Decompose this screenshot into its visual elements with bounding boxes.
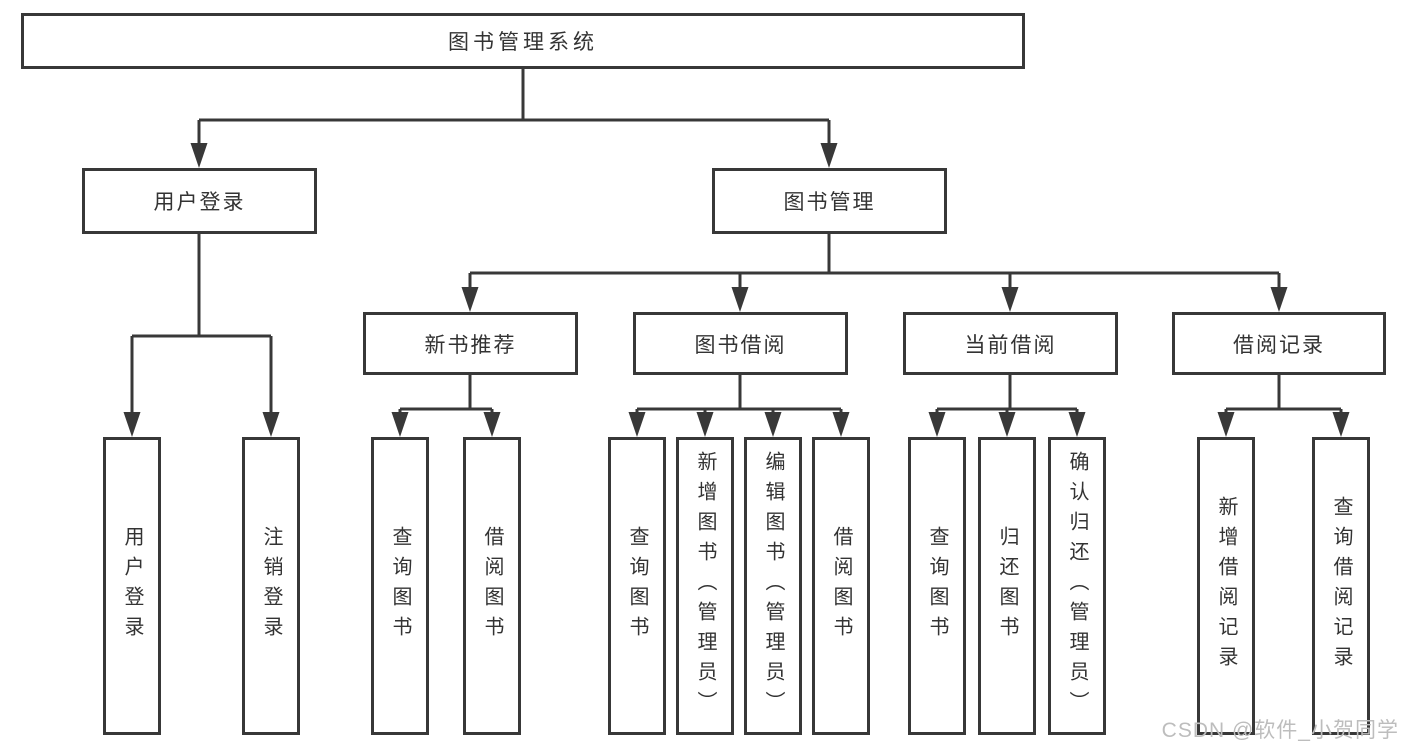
node-label: 新书推荐 [424,333,517,357]
arrowhead-icon [1068,412,1086,437]
node-label: 图书管理 [783,191,876,214]
leaf-current-confirm-return-admin: 确认归还（管理员） [1048,437,1106,735]
node-label: 查询图书 [626,526,648,646]
arrowhead-icon [1270,287,1288,312]
node-label: 当前借阅 [964,333,1057,357]
arrowhead-icon [696,412,714,437]
leaf-recommend-borrow-book: 借阅图书 [463,437,521,735]
arrowhead-icon [998,412,1016,437]
leaf-records-add-borrow-record: 新增借阅记录 [1197,437,1255,735]
leaf-borrowing-borrow-book: 借阅图书 [812,437,870,735]
arrowhead-icon [928,412,946,437]
arrowhead-icon [731,287,749,312]
arrowhead-icon [1001,287,1019,312]
node-label: 图书管理系统 [448,31,598,54]
leaf-recommend-query-book: 查询图书 [371,437,429,735]
node-book-management: 图书管理 [712,168,947,234]
arrowhead-icon [1217,412,1235,437]
arrowhead-icon [832,412,850,437]
arrowhead-icon [764,412,782,437]
node-label: 确认归还（管理员） [1066,451,1088,721]
leaf-logout: 注销登录 [242,437,300,735]
arrowhead-icon [123,412,141,437]
node-label: 查询图书 [926,526,948,646]
leaf-current-query-book: 查询图书 [908,437,966,735]
node-label: 查询借阅记录 [1330,496,1352,676]
node-user-login: 用户登录 [82,168,317,234]
arrowhead-icon [190,143,208,168]
leaf-current-return-book: 归还图书 [978,437,1036,735]
node-library-management-system: 图书管理系统 [21,13,1025,69]
arrowhead-icon [1332,412,1350,437]
leaf-borrowing-add-book-admin: 新增图书（管理员） [676,437,734,735]
node-label: 借阅图书 [481,526,503,646]
node-label: 查询图书 [389,526,411,646]
node-label: 用户登录 [153,191,246,214]
node-label: 新增图书（管理员） [694,451,716,721]
arrowhead-icon [391,412,409,437]
node-label: 借阅图书 [830,526,852,646]
arrowhead-icon [461,287,479,312]
leaf-borrowing-edit-book-admin: 编辑图书（管理员） [744,437,802,735]
node-label: 归还图书 [996,526,1018,646]
node-label: 注销登录 [260,526,282,646]
arrowhead-icon [262,412,280,437]
leaf-user-login: 用户登录 [103,437,161,735]
node-new-book-recommend: 新书推荐 [363,312,578,375]
node-label: 新增借阅记录 [1215,496,1237,676]
node-label: 用户登录 [121,526,143,646]
csdn-watermark: CSDN @软件_小贺同学 [1161,719,1399,742]
arrowhead-icon [483,412,501,437]
node-borrowing-records: 借阅记录 [1172,312,1386,375]
node-label: 图书借阅 [694,333,787,357]
leaf-records-query-borrow-record: 查询借阅记录 [1312,437,1370,735]
node-label: 借阅记录 [1233,333,1325,357]
arrowhead-icon [820,143,838,168]
node-label: 编辑图书（管理员） [762,451,784,721]
node-book-borrowing: 图书借阅 [633,312,848,375]
leaf-borrowing-query-book: 查询图书 [608,437,666,735]
arrowhead-icon [628,412,646,437]
node-current-borrowing: 当前借阅 [903,312,1118,375]
